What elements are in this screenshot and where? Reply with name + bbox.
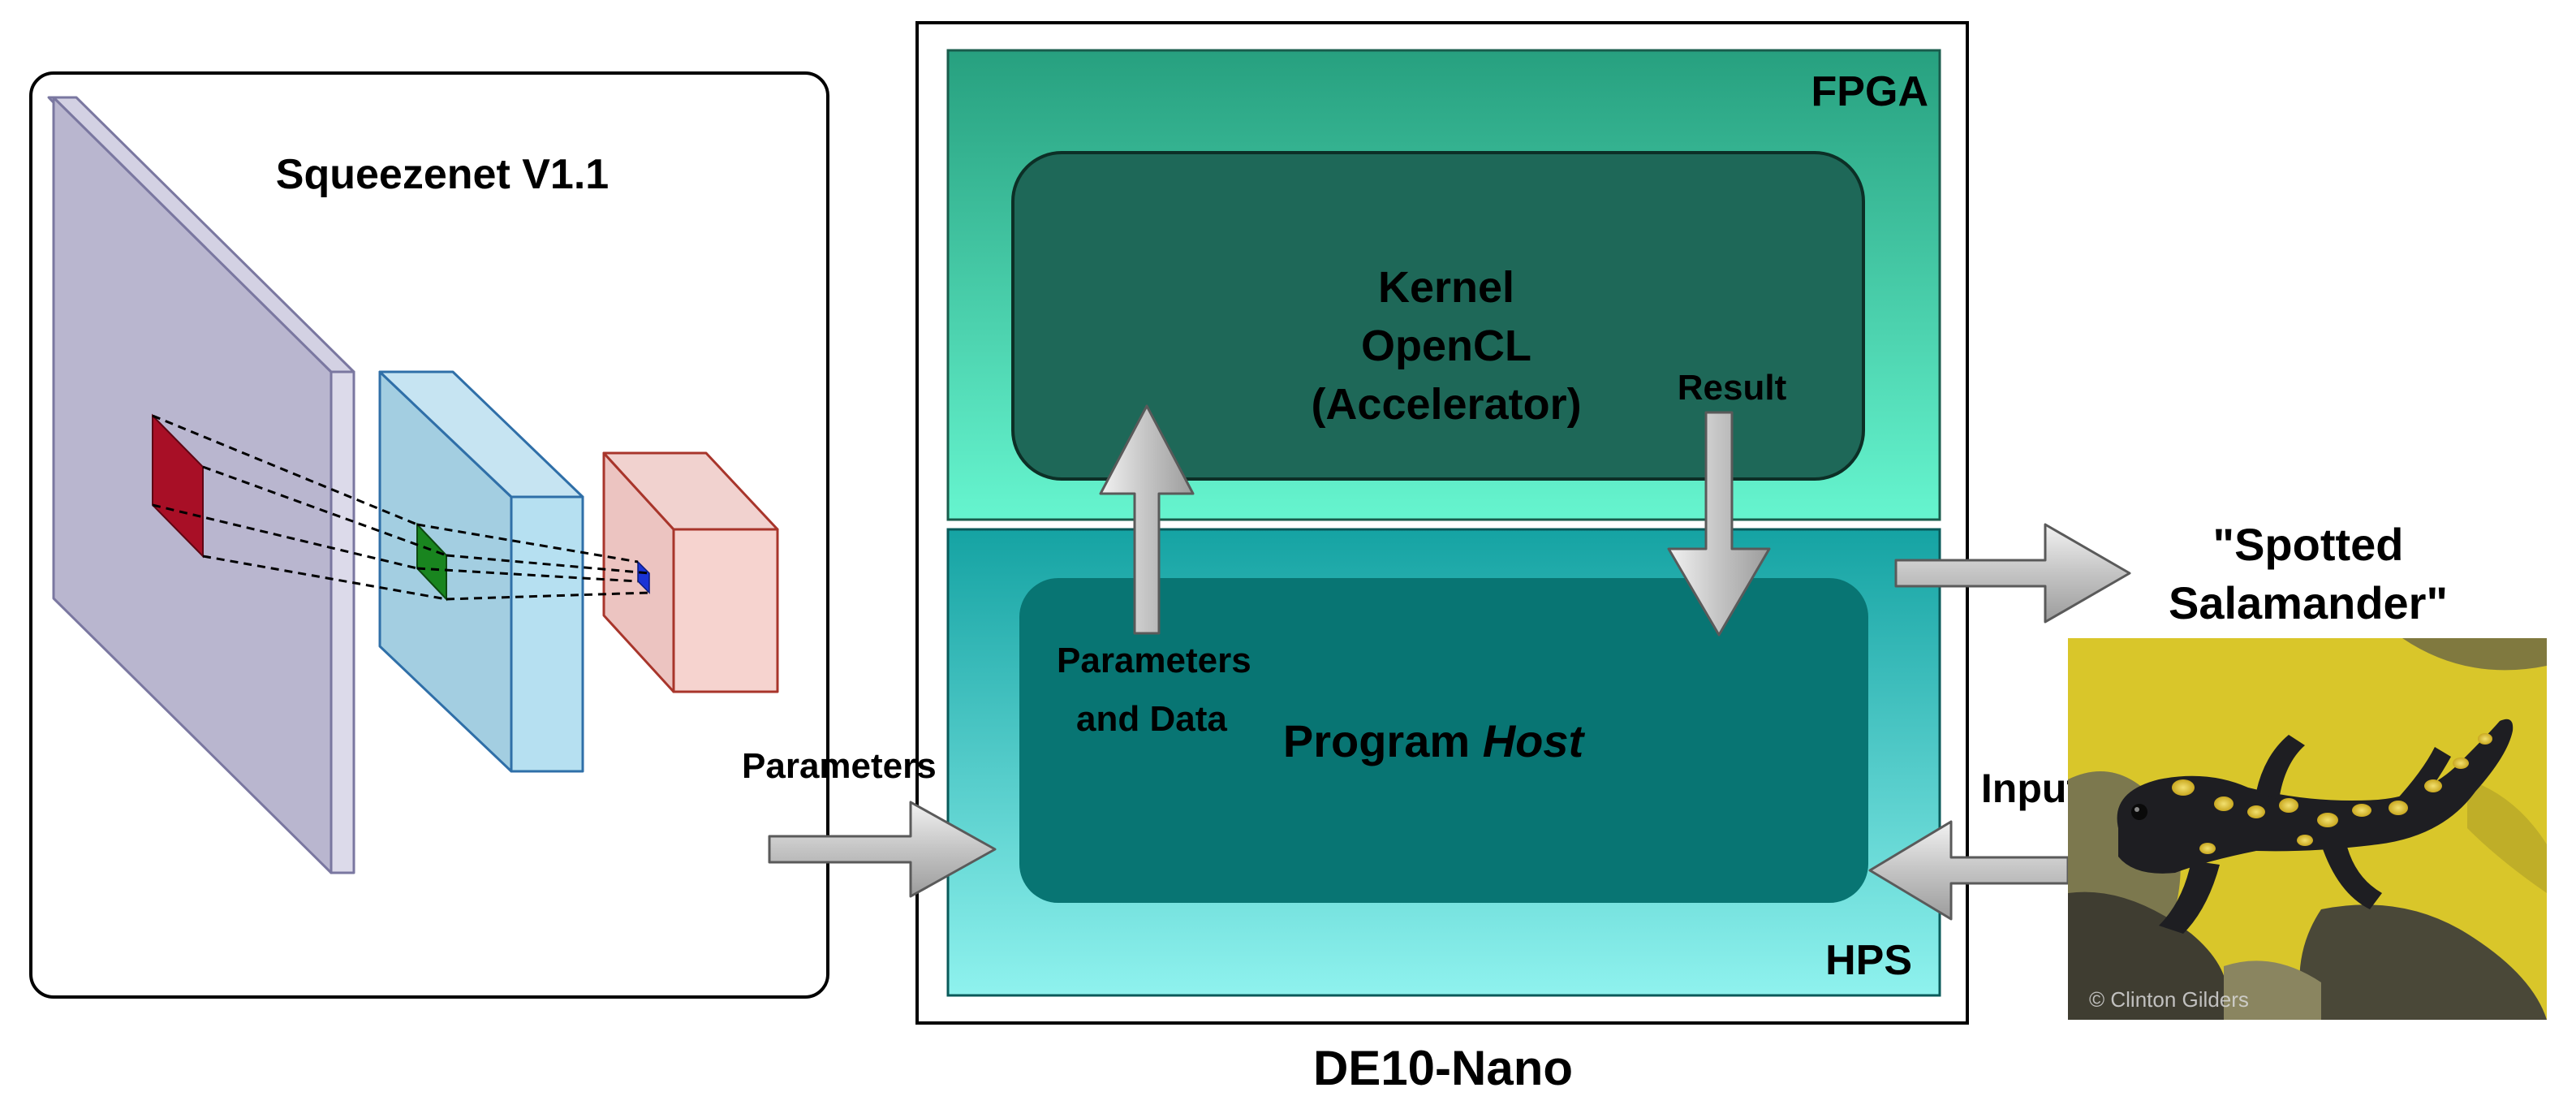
kernel-line-2: OpenCL — [1361, 322, 1531, 370]
params-data-label-line-2: and Data — [1076, 699, 1227, 739]
output-arrow — [1894, 523, 2131, 624]
output-label-line-2: Salamander" — [2169, 577, 2448, 628]
params-data-up-arrow — [1099, 404, 1195, 635]
salamander-photo: © Clinton Gilders — [2068, 638, 2547, 1020]
salamander-spots — [2172, 733, 2492, 854]
params-data-label-line-1: Parameters — [1057, 641, 1251, 680]
result-label: Result — [1678, 368, 1787, 408]
fpga-label: FPGA — [1811, 68, 1928, 115]
hps-label: HPS — [1825, 937, 1912, 984]
salamander-body — [2117, 719, 2514, 874]
board-label: DE10-Nano — [1313, 1041, 1573, 1095]
squeezenet-panel: Squeezenet V1.1 — [29, 71, 829, 999]
output-pixel — [637, 560, 650, 594]
kernel-box — [1011, 151, 1865, 481]
kernel-line-1: Kernel — [1378, 263, 1514, 312]
de10-nano-board: FPGA Kernel OpenCL (Accelerator) HPS Pro… — [915, 21, 1969, 1095]
photo-watermark: © Clinton Gilders — [2089, 987, 2249, 1012]
output-label-line-1: "Spotted — [2213, 519, 2404, 570]
result-down-arrow — [1667, 411, 1771, 637]
squeezenet-title: Squeezenet V1.1 — [276, 151, 609, 198]
kernel-line-3: (Accelerator) — [1311, 380, 1581, 429]
projection-lines — [152, 414, 650, 601]
parameters-in-arrow — [768, 801, 997, 898]
program-host-label: Program Host — [1283, 715, 1586, 766]
input-label: Input — [1981, 766, 2081, 811]
parameters-in-label: Parameters — [742, 746, 937, 786]
input-arrow — [1868, 820, 2070, 921]
program-host-box — [1019, 578, 1868, 903]
